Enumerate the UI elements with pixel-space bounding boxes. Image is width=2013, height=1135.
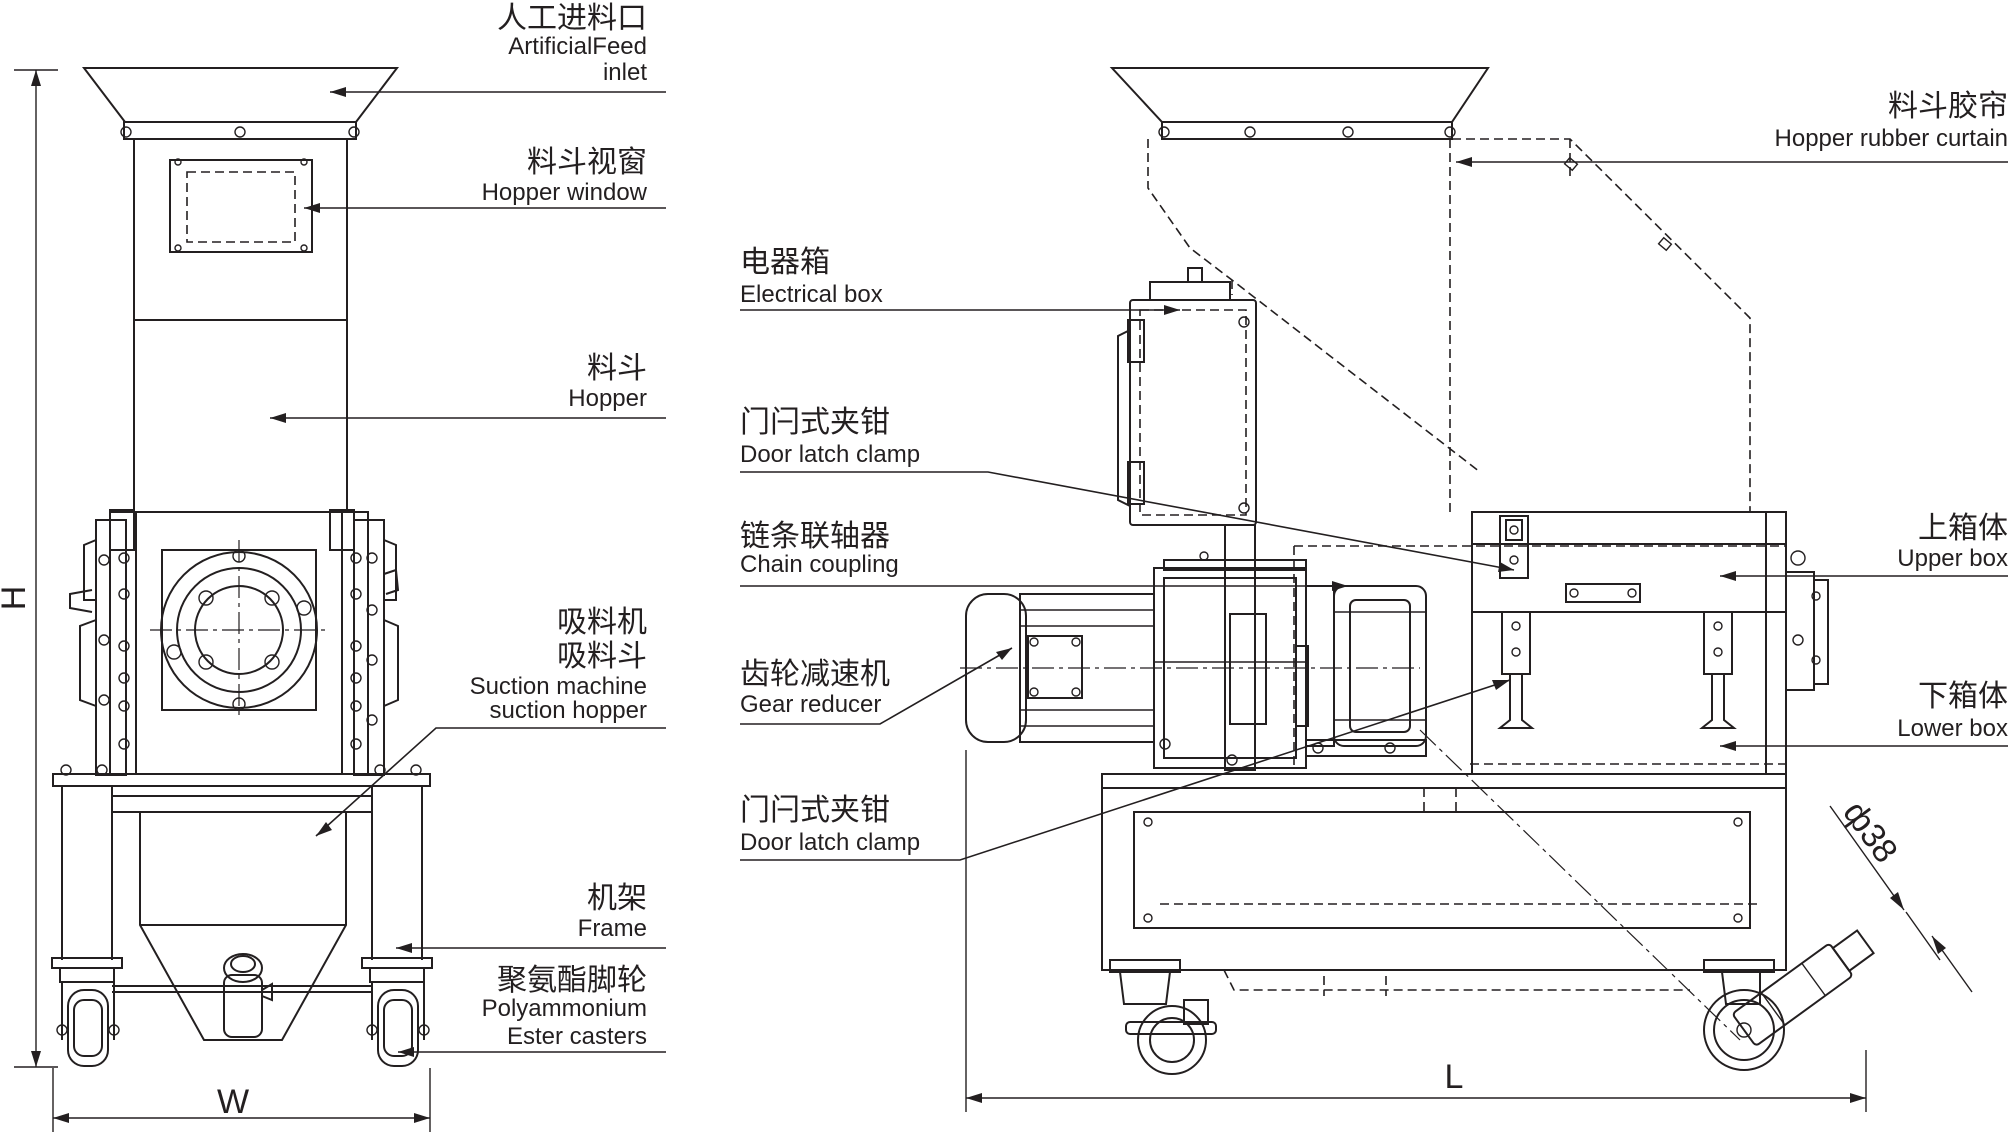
width-label: W (217, 1083, 249, 1121)
door-latch-top-label-en: Door latch clamp (740, 441, 920, 468)
lower-box-label-en: Lower box (1897, 715, 2008, 742)
door-latch-clamp-right (1699, 611, 1737, 729)
gear-reducer-label-cn: 齿轮减速机 (740, 657, 890, 692)
chain-coupling (1295, 585, 1427, 757)
suction-label-en-1: Suction machine (470, 673, 647, 700)
chain-coupling-label-cn: 链条联轴器 (740, 519, 890, 554)
side-feed-funnel (1109, 67, 1490, 140)
chain-coupling-label-en: Chain coupling (740, 551, 899, 578)
door-latch-clamp-top (1499, 515, 1529, 579)
gear-reducer (1153, 551, 1307, 769)
electrical-box-label-cn: 电器箱 (740, 245, 830, 280)
width-dimension: W (52, 1068, 431, 1132)
side-frame (1101, 729, 1787, 1041)
feed-inlet-label-en-2: inlet (603, 59, 647, 86)
side-view: L ф38 料斗胶帘 Hopper rubber curtain 电器箱 Ele… (740, 67, 2008, 1112)
hopper-body (133, 139, 348, 512)
height-dimension: H (0, 69, 58, 1068)
side-caster-right (1703, 929, 1875, 1071)
lower-box-label-cn: 下箱体 (1918, 679, 2008, 714)
rubber-curtain-label-cn: 料斗胶帘 (1888, 89, 2008, 124)
upper-box-label-cn: 上箱体 (1918, 511, 2008, 546)
front-callouts: 人工进料口 ArtificialFeed inlet 料斗视窗 Hopper w… (270, 1, 666, 1057)
front-view: H W (0, 1, 666, 1132)
motor (960, 593, 1420, 743)
electrical-box (1117, 267, 1257, 771)
feed-inlet-label-cn: 人工进料口 (497, 1, 647, 36)
hopper-label-cn: 料斗 (587, 351, 647, 386)
diameter-dimension: ф38 (1829, 794, 1973, 993)
side-callouts: 料斗胶帘 Hopper rubber curtain 电器箱 Electrica… (740, 89, 2008, 861)
door-latch-bottom-label-cn: 门闩式夹钳 (740, 793, 890, 828)
suction-label-cn-1: 吸料机 (557, 605, 647, 640)
feed-inlet-label-en-1: ArtificialFeed (508, 33, 647, 60)
crusher-housing (69, 509, 400, 776)
casters-label-cn: 聚氨酯脚轮 (497, 963, 647, 998)
hopper-window (169, 159, 313, 253)
hopper-window-label-cn: 料斗视窗 (527, 145, 647, 180)
frame-label-cn: 机架 (587, 881, 647, 916)
crusher-box (1293, 511, 1829, 775)
suction-hopper (139, 812, 347, 1041)
length-dimension: L (965, 750, 1867, 1112)
length-label: L (1445, 1058, 1464, 1096)
side-hopper (1147, 138, 1751, 512)
suction-label-cn-2: 吸料斗 (557, 639, 647, 674)
door-latch-top-label-cn: 门闩式夹钳 (740, 405, 890, 440)
casters-label-en-2: Ester casters (507, 1023, 647, 1050)
left-caster (51, 957, 123, 1067)
side-caster-left (1109, 959, 1217, 1075)
front-frame (52, 764, 431, 960)
door-latch-bottom-label-en: Door latch clamp (740, 829, 920, 856)
upper-box-label-en: Upper box (1897, 545, 2008, 572)
feed-funnel (81, 67, 400, 140)
rubber-curtain-label-en: Hopper rubber curtain (1775, 125, 2008, 152)
hopper-window-label-en: Hopper window (482, 179, 648, 206)
casters-label-en-1: Polyammonium (482, 995, 647, 1022)
diameter-label: ф38 (1836, 794, 1905, 870)
right-caster (361, 957, 433, 1067)
frame-label-en: Frame (578, 915, 647, 942)
rotor-flange (150, 540, 328, 720)
door-latch-clamp-left (1497, 611, 1535, 729)
hopper-label-en: Hopper (568, 385, 647, 412)
gear-reducer-label-en: Gear reducer (740, 691, 881, 718)
electrical-box-label-en: Electrical box (740, 281, 883, 308)
suction-label-en-2: suction hopper (490, 697, 647, 724)
height-label: H (0, 586, 33, 611)
